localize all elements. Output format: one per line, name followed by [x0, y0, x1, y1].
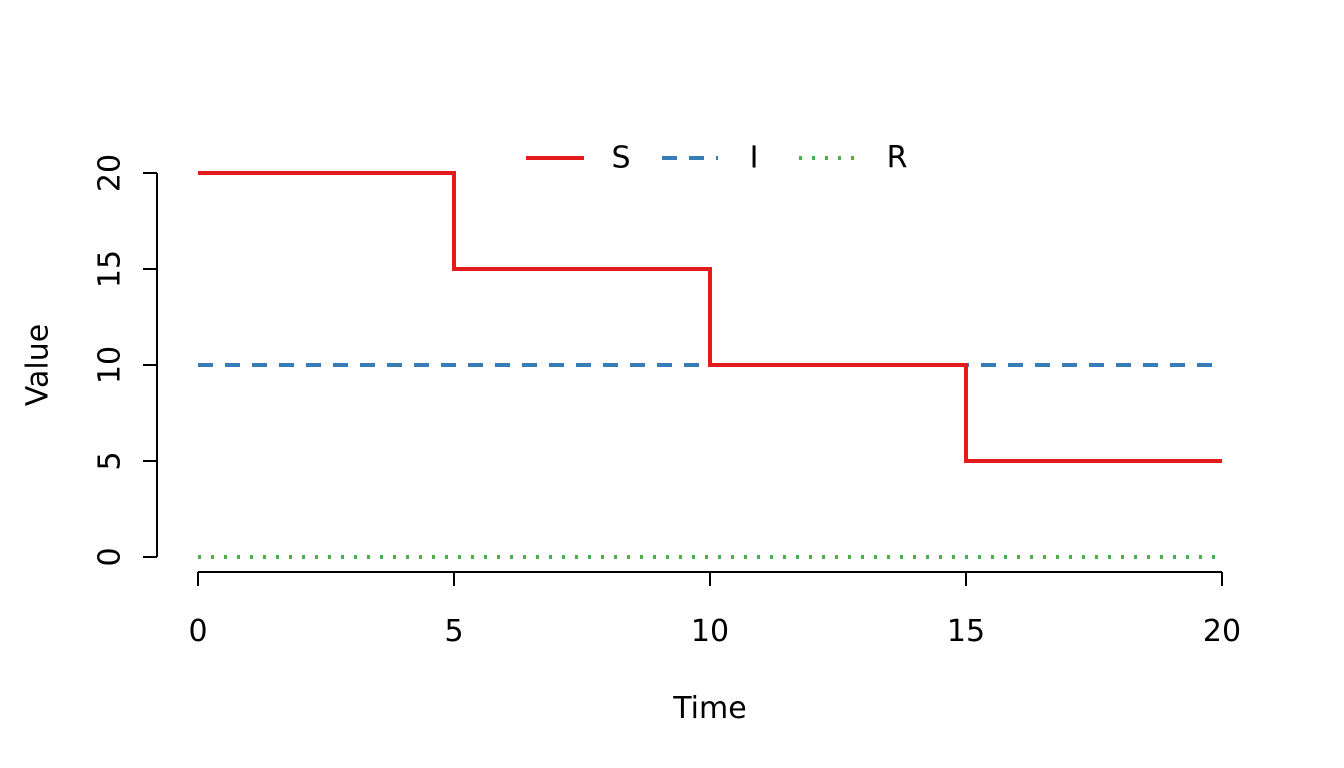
y-tick-label: 0 [93, 547, 128, 566]
y-tick-label: 15 [93, 250, 128, 288]
x-tick-label: 20 [1203, 614, 1241, 649]
y-axis-label: Value [21, 324, 56, 406]
x-tick-label: 5 [444, 614, 463, 649]
y-tick-label: 10 [93, 346, 128, 384]
legend-label-i: I [750, 141, 759, 176]
legend-label-s: S [611, 141, 630, 176]
series-line-s [198, 171, 1222, 463]
series-layer [198, 171, 1222, 559]
legend-label-r: R [887, 141, 908, 176]
y-tick-label: 5 [93, 451, 128, 470]
y-tick-label: 20 [93, 154, 128, 192]
x-tick-label: 0 [188, 614, 207, 649]
x-axis-label: Time [672, 691, 746, 726]
x-tick-label: 15 [947, 614, 985, 649]
x-tick-label: 10 [691, 614, 729, 649]
axes-layer: 0 5 10 15 20 0 5 10 15 20 [93, 154, 1242, 649]
